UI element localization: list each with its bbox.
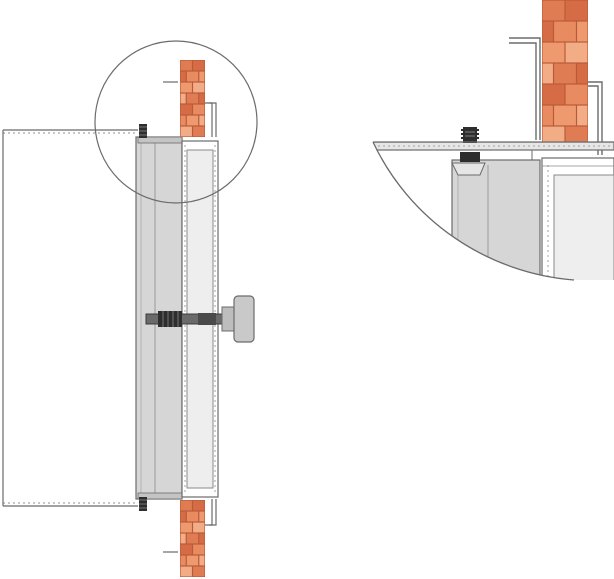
wall-flange <box>163 81 217 553</box>
brick <box>193 522 205 533</box>
brick <box>180 104 192 115</box>
brick <box>565 126 588 146</box>
brick <box>542 21 553 42</box>
brick <box>577 21 588 42</box>
brick <box>193 60 205 71</box>
brick <box>542 84 565 105</box>
brick <box>577 105 588 126</box>
brick <box>180 115 186 126</box>
brick <box>180 522 192 533</box>
brick <box>193 500 205 511</box>
brick <box>180 533 186 544</box>
brick <box>193 126 205 137</box>
brick <box>193 544 205 555</box>
detail-callout-circle <box>94 40 258 204</box>
screw-icon <box>461 127 479 143</box>
brick <box>186 511 199 522</box>
brick <box>554 21 576 42</box>
brick <box>554 105 576 126</box>
detail-view <box>372 0 614 281</box>
brick <box>542 105 553 126</box>
brick <box>180 126 192 137</box>
brick <box>186 533 199 544</box>
brick <box>199 555 205 566</box>
section-view <box>2 40 258 577</box>
brick <box>180 511 186 522</box>
brick <box>199 511 205 522</box>
brick <box>577 63 588 84</box>
brick-wall-top <box>180 60 205 137</box>
brick <box>199 115 205 126</box>
brick <box>542 0 565 21</box>
brick <box>193 104 205 115</box>
knob-handle-icon <box>221 295 255 343</box>
brick <box>180 544 192 555</box>
brick <box>186 71 199 82</box>
brick <box>186 93 199 104</box>
brick <box>180 71 186 82</box>
brick <box>565 42 588 63</box>
brick <box>180 555 186 566</box>
brick <box>193 566 205 577</box>
hinge-screw-top <box>139 124 147 138</box>
brick <box>542 42 565 63</box>
brick <box>554 63 576 84</box>
brick <box>180 82 192 93</box>
brick <box>180 60 192 71</box>
brick <box>180 566 192 577</box>
brick <box>186 115 199 126</box>
brick <box>180 93 186 104</box>
brick <box>542 126 565 146</box>
brick <box>565 84 588 105</box>
brick <box>565 0 588 21</box>
brick <box>186 555 199 566</box>
brick <box>193 82 205 93</box>
detail-flange <box>509 37 603 155</box>
brick <box>199 533 205 544</box>
brick <box>199 93 205 104</box>
lock-bolt-assembly <box>145 311 225 327</box>
brick-wall-detail <box>542 0 588 146</box>
brick <box>199 71 205 82</box>
brick <box>180 500 192 511</box>
brick <box>542 63 553 84</box>
hinge-screw-bottom <box>139 497 147 511</box>
brick-wall-bottom <box>180 500 205 577</box>
detail-lens-content <box>373 142 614 280</box>
door-leaf-outline <box>2 129 138 507</box>
detail-lens-outline <box>372 141 575 281</box>
